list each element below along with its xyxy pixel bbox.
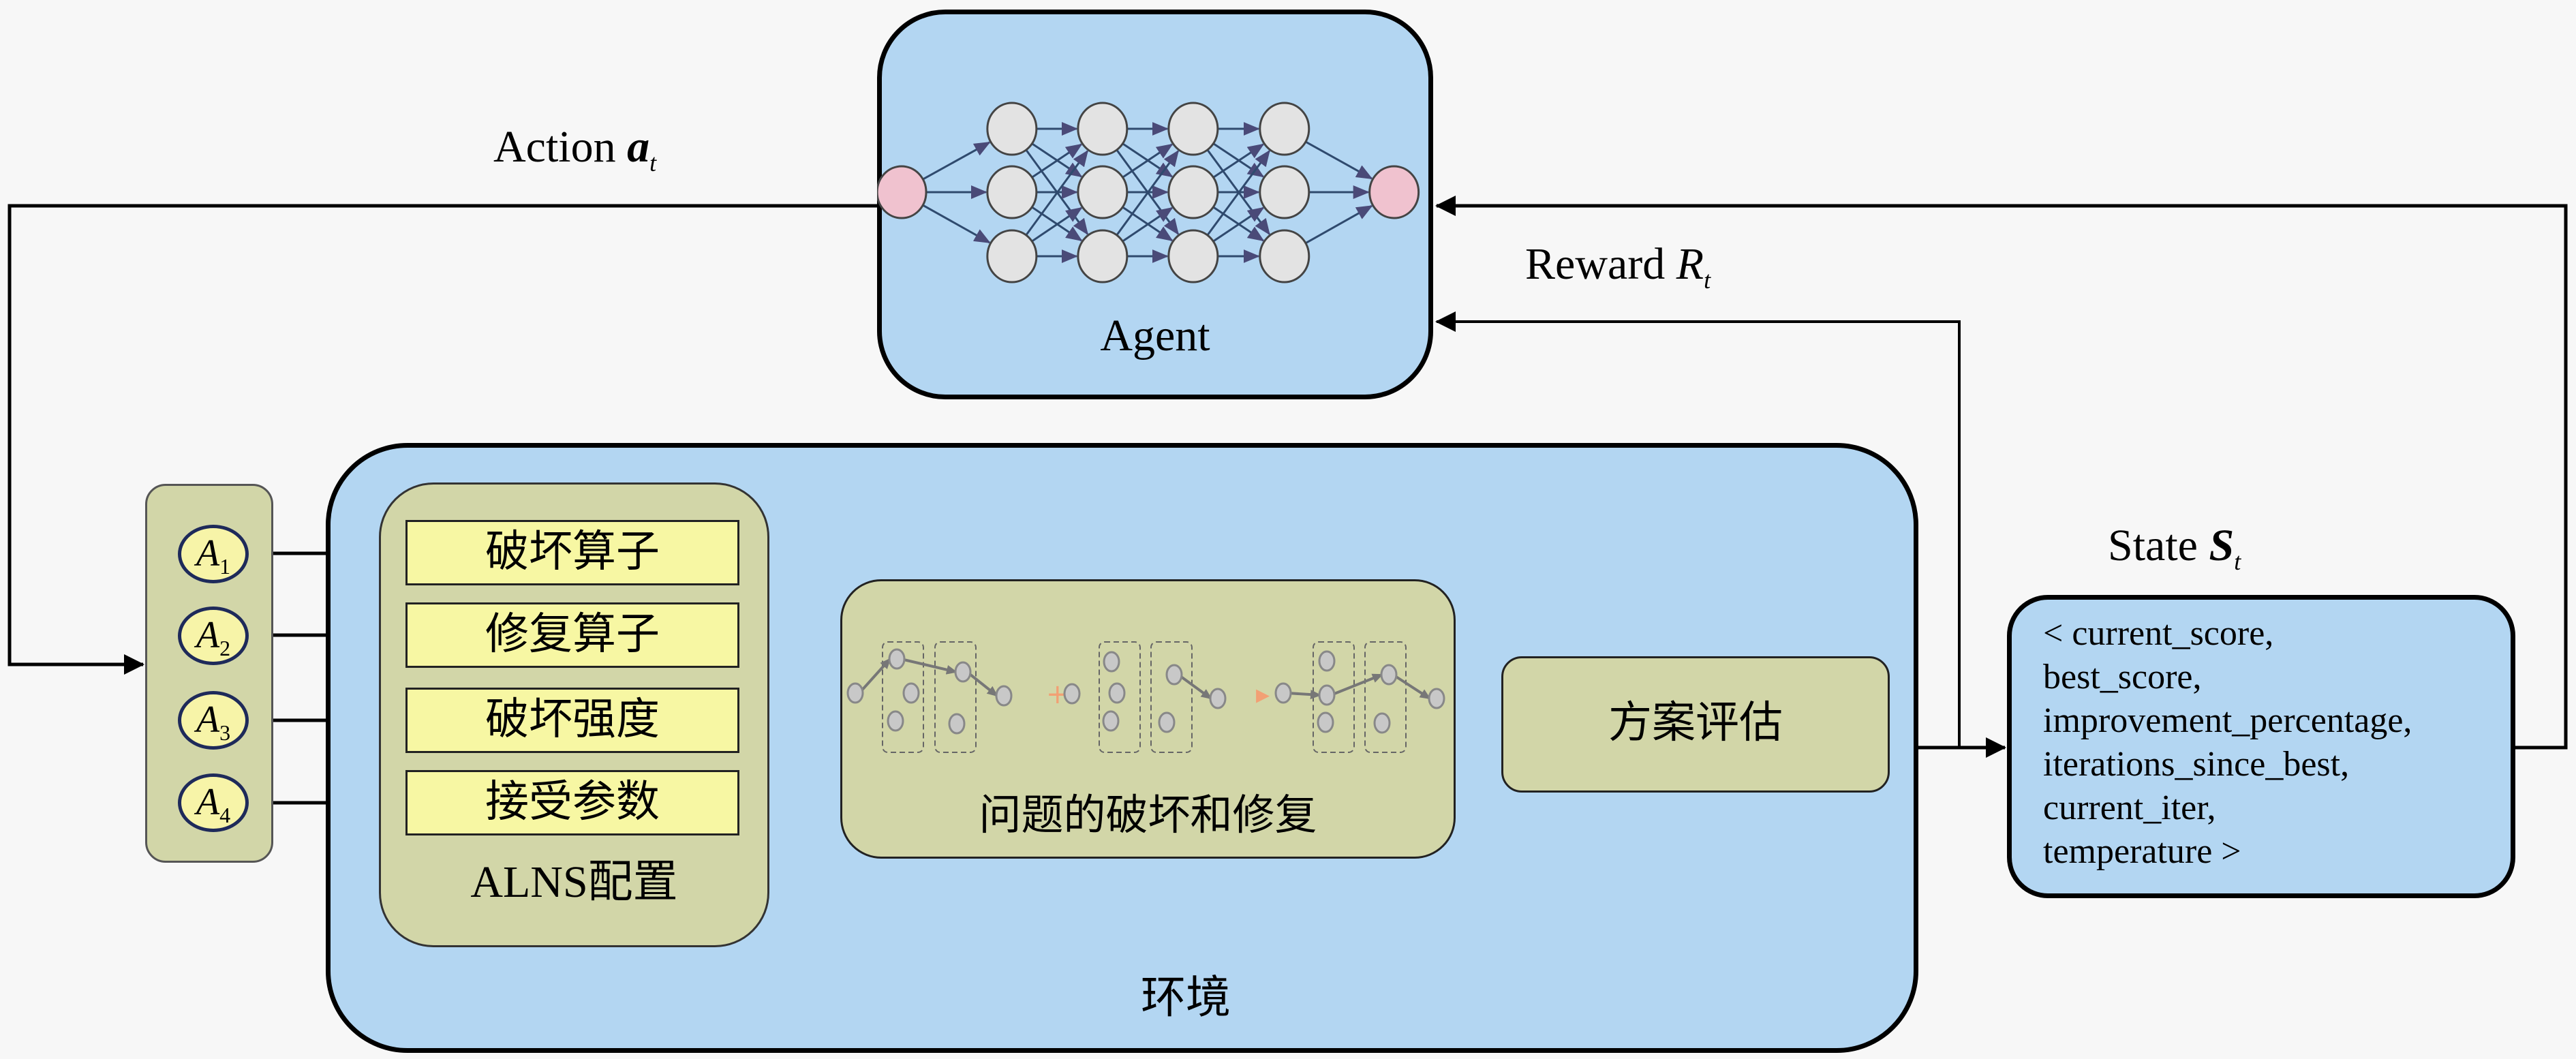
nn-hidden-node — [1167, 229, 1219, 283]
alns-config-label: ALNS配置 — [470, 857, 678, 907]
destroy-repair-label: 问题的破坏和修复 — [979, 790, 1317, 840]
route-group-box — [1099, 641, 1141, 753]
nn-hidden-node — [1259, 165, 1310, 219]
nn-edge — [922, 141, 991, 181]
route-group-box — [934, 641, 977, 753]
destroy-repair-illustration: +▸ — [846, 641, 1445, 753]
route-group-box — [1364, 641, 1407, 753]
param-destroy-operator: 破坏算子 — [405, 520, 739, 585]
nn-edge — [1031, 143, 1083, 179]
nn-hidden-node — [1077, 102, 1129, 156]
nn-hidden-node — [986, 229, 1038, 283]
customer-node — [888, 648, 906, 670]
state-vector-box: < current_score, best_score, improvement… — [2007, 595, 2515, 898]
action-node-3: A3 — [178, 691, 249, 750]
route-group-box — [882, 641, 924, 753]
nn-edge — [1212, 206, 1265, 243]
nn-edge — [1305, 140, 1373, 180]
customer-node — [1274, 682, 1292, 704]
destroy-repair-box — [840, 579, 1456, 859]
state-line: iterations_since_best, — [2043, 745, 2350, 784]
environment-label: 环境 — [1141, 973, 1231, 1023]
evaluation-box: 方案评估 — [1501, 656, 1890, 793]
reward-arrow — [1435, 311, 1961, 748]
action-arrow — [7, 204, 877, 675]
agent-label: Agent — [1100, 311, 1210, 360]
route-edge — [858, 658, 891, 694]
customer-node — [1102, 710, 1120, 732]
nn-hidden-node — [986, 165, 1038, 219]
customer-node — [1373, 712, 1391, 734]
nn-hidden-node — [1077, 165, 1129, 219]
customer-node — [1209, 688, 1227, 709]
nn-edge — [922, 204, 991, 244]
customer-node — [887, 710, 904, 732]
nn-io-node — [877, 165, 927, 219]
action-label: Action at — [493, 122, 657, 177]
state-line: < current_score, — [2043, 614, 2274, 653]
nn-io-node — [1368, 165, 1420, 219]
reward-label: Reward Rt — [1525, 239, 1711, 294]
arrow-icon: ▸ — [1256, 679, 1270, 710]
customer-node — [948, 713, 966, 735]
customer-node — [1428, 688, 1445, 709]
action-node-2: A2 — [178, 607, 249, 665]
nn-hidden-node — [1259, 102, 1310, 156]
state-to-agent-arrow — [1435, 196, 2568, 750]
state-line: current_iter, — [2043, 788, 2216, 827]
action-node-4: A4 — [178, 773, 249, 832]
nn-edge — [1031, 206, 1083, 243]
param-repair-operator: 修复算子 — [405, 602, 739, 668]
customer-node — [1158, 711, 1176, 733]
nn-edge — [1122, 143, 1174, 179]
nn-hidden-node — [986, 102, 1038, 156]
route-edge — [1392, 673, 1431, 700]
customer-node — [846, 682, 864, 704]
customer-node — [1318, 650, 1336, 672]
param-destroy-intensity: 破坏强度 — [405, 688, 739, 753]
customer-node — [902, 682, 920, 704]
customer-node — [1108, 682, 1126, 704]
action-node-1: A1 — [178, 525, 249, 583]
customer-node — [1318, 684, 1336, 706]
nn-hidden-node — [1259, 229, 1310, 283]
nn-edge — [1122, 206, 1174, 243]
route-edge — [1330, 673, 1383, 696]
customer-node — [1317, 711, 1334, 733]
customer-node — [954, 661, 972, 683]
route-edge — [1177, 673, 1212, 700]
nn-edge — [1305, 204, 1373, 245]
customer-node — [995, 685, 1013, 707]
state-line: best_score, — [2043, 658, 2202, 696]
state-line: improvement_percentage, — [2043, 701, 2412, 740]
nn-edge — [1116, 149, 1180, 236]
agent-box — [877, 10, 1433, 399]
route-edge — [1287, 690, 1321, 700]
customer-node — [1380, 664, 1398, 686]
customer-node — [1165, 664, 1183, 686]
param-acceptance: 接受参数 — [405, 770, 739, 835]
nn-hidden-node — [1167, 102, 1219, 156]
nn-edge — [1025, 149, 1089, 236]
customer-node — [1103, 651, 1120, 673]
nn-edge — [1212, 143, 1265, 179]
route-group-box — [1150, 641, 1193, 753]
state-label: State St — [2108, 521, 2241, 576]
nn-hidden-node — [1167, 165, 1219, 219]
state-line: temperature > — [2043, 832, 2241, 871]
customer-node — [1063, 683, 1081, 705]
route-edge — [900, 658, 957, 675]
nn-hidden-node — [1077, 229, 1129, 283]
nn-edge — [1206, 149, 1270, 236]
route-edge — [966, 671, 998, 697]
neural-network-icon — [877, 102, 1420, 283]
